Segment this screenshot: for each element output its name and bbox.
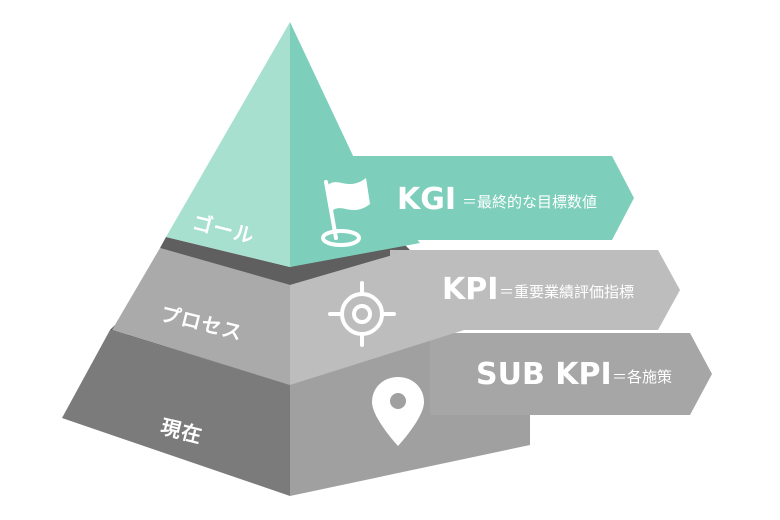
tier-bottom: [62, 320, 712, 496]
kpi-arrow: [390, 250, 680, 330]
target-icon: [328, 281, 396, 347]
top-tier-left-face: [166, 22, 290, 267]
sub-kpi-arrow: [430, 333, 712, 415]
sub-kpi-description: ＝各施策: [612, 368, 672, 386]
kgi-description: ＝最終的な目標数値: [462, 193, 597, 211]
kgi-label: KGI: [397, 182, 456, 217]
tier-middle: [112, 237, 680, 385]
kpi-label: KPI: [442, 272, 498, 307]
middle-tier-top-band: [160, 237, 410, 285]
location-pin-icon: [372, 377, 424, 446]
middle-tier-left-face: [112, 248, 290, 385]
flag-icon: [321, 178, 370, 247]
kpi-description: ＝重要業績評価指標: [499, 283, 634, 301]
sub-kpi-label: SUB KPI: [476, 357, 612, 392]
tier-top: [166, 22, 634, 267]
bottom-tier-left-face: [62, 330, 290, 496]
kgi-arrow: [350, 156, 634, 240]
